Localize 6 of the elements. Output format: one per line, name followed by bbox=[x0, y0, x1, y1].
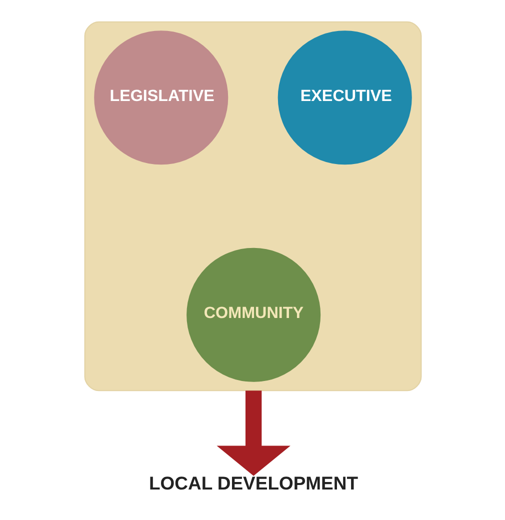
node-circle: LEGISLATIVE bbox=[94, 30, 228, 165]
arrow bbox=[216, 390, 290, 476]
node-text: LOCAL DEVELOPMENT bbox=[148, 472, 358, 494]
node-circle: EXECUTIVE bbox=[277, 30, 412, 165]
node-circle: COMMUNITY bbox=[186, 248, 320, 382]
cluster bbox=[84, 21, 422, 392]
